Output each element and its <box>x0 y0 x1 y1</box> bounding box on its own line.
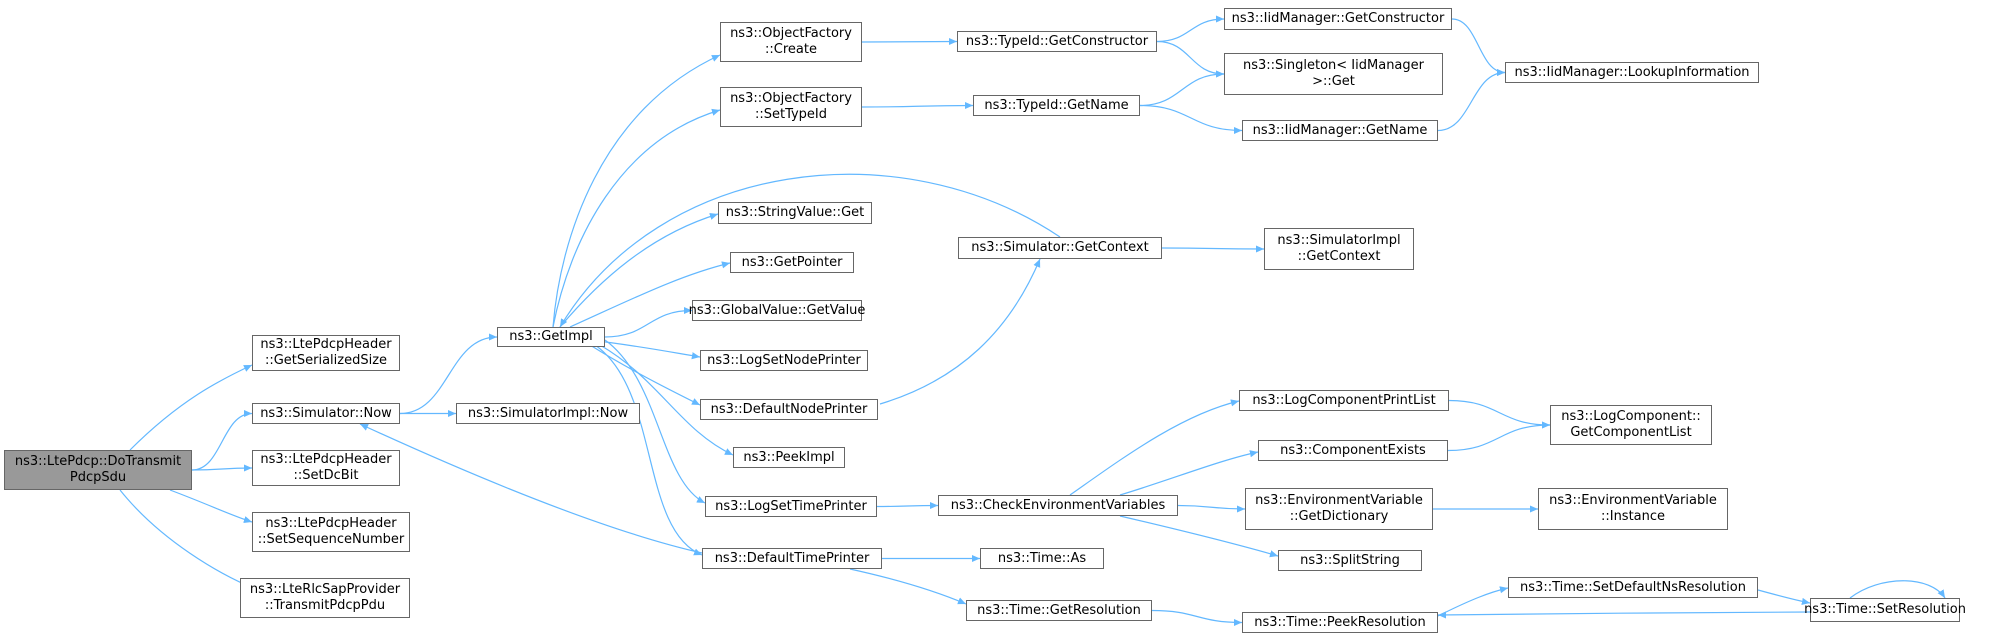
edge-getimpl-to-getptr <box>569 261 731 328</box>
node-peekres[interactable]: ns3::Time::PeekResolution <box>1242 612 1438 633</box>
edge-deftime-to-simnow <box>359 423 703 554</box>
edge-iidctor-to-iidlookup <box>1451 18 1506 77</box>
edge-ofsettype-to-tidname <box>861 101 974 110</box>
node-compexists[interactable]: ns3::ComponentExists <box>1258 440 1448 461</box>
node-simctx[interactable]: ns3::Simulator::GetContext <box>958 237 1162 259</box>
node-getimpl[interactable]: ns3::GetImpl <box>497 327 605 347</box>
edge-getimpl-to-gvget <box>604 306 693 338</box>
edge-compexists-to-logcomplist <box>1447 421 1551 452</box>
edge-iidname-to-iidlookup <box>1437 68 1506 132</box>
node-envinst[interactable]: ns3::EnvironmentVariable ::Instance <box>1538 488 1728 530</box>
node-singleton[interactable]: ns3::Singleton< IidManager >::Get <box>1224 53 1443 95</box>
node-setdefns[interactable]: ns3::Time::SetDefaultNsResolution <box>1508 577 1758 598</box>
edge-root-to-setdc <box>191 464 253 472</box>
node-deftime[interactable]: ns3::DefaultTimePrinter <box>702 548 882 569</box>
edge-peekres-to-setdefns <box>1437 586 1509 617</box>
node-ofsettype[interactable]: ns3::ObjectFactory ::SetTypeId <box>720 87 862 127</box>
edge-layer <box>119 15 1946 627</box>
node-envdict[interactable]: ns3::EnvironmentVariable ::GetDictionary <box>1245 488 1433 530</box>
edge-getimpl-to-defnode <box>589 344 701 406</box>
node-getser[interactable]: ns3::LtePdcpHeader ::GetSerializedSize <box>252 335 400 371</box>
node-logprint[interactable]: ns3::LogComponentPrintList <box>1239 390 1449 411</box>
edge-simnow-to-getimpl <box>399 333 498 415</box>
node-split[interactable]: ns3::SplitString <box>1278 550 1422 571</box>
node-transmit[interactable]: ns3::LteRlcSapProvider ::TransmitPdcpPdu <box>240 578 410 618</box>
edge-getimpl-to-ofcreate <box>552 54 721 328</box>
edge-root-to-simnow <box>191 409 253 471</box>
edge-tidctor-to-singleton <box>1156 40 1225 78</box>
edge-tidname-to-iidname <box>1139 104 1243 135</box>
node-setdc[interactable]: ns3::LtePdcpHeader ::SetDcBit <box>252 450 400 486</box>
node-peekimpl[interactable]: ns3::PeekImpl <box>733 447 845 468</box>
edge-logtime-to-checkenv <box>876 501 939 510</box>
edge-tidctor-to-iidctor <box>1156 15 1225 43</box>
node-timeas[interactable]: ns3::Time::As <box>980 548 1104 569</box>
node-strget[interactable]: ns3::StringValue::Get <box>718 202 872 224</box>
node-setseq[interactable]: ns3::LtePdcpHeader ::SetSequenceNumber <box>252 512 410 552</box>
node-getptr[interactable]: ns3::GetPointer <box>730 252 854 273</box>
edge-simctx-to-getimpl <box>559 173 1061 328</box>
edge-getimpl-to-logtime <box>604 339 706 504</box>
edge-checkenv-to-envdict <box>1177 504 1246 513</box>
edge-getimpl-to-lognode <box>589 339 701 360</box>
edge-checkenv-to-logprint <box>1069 399 1240 496</box>
node-iidlookup[interactable]: ns3::IidManager::LookupInformation <box>1505 62 1759 83</box>
node-ofcreate[interactable]: ns3::ObjectFactory ::Create <box>720 22 862 62</box>
node-setres[interactable]: ns3::Time::SetResolution <box>1804 598 1966 622</box>
edge-checkenv-to-split <box>1119 515 1279 558</box>
edge-timegetres-to-peekres <box>1151 609 1243 627</box>
node-gvget[interactable]: ns3::GlobalValue::GetValue <box>689 300 865 321</box>
edge-deftime-to-timegetres <box>849 568 967 605</box>
node-implnow[interactable]: ns3::SimulatorImpl::Now <box>456 403 640 424</box>
node-iidname[interactable]: ns3::IidManager::GetName <box>1242 120 1438 141</box>
node-implctx[interactable]: ns3::SimulatorImpl ::GetContext <box>1264 228 1414 270</box>
node-tidctor[interactable]: ns3::TypeId::GetConstructor <box>957 31 1157 52</box>
edge-ofcreate-to-tidctor <box>861 37 958 46</box>
edge-getimpl-to-ofsettype <box>552 108 721 328</box>
edge-setres-to-setres <box>1849 580 1946 599</box>
edge-simctx-to-implctx <box>1161 245 1265 253</box>
edge-getimpl-to-deftime <box>594 344 703 556</box>
edge-defnode-to-simctx <box>879 258 1041 405</box>
edge-root-to-transmit <box>119 489 259 591</box>
node-logtime[interactable]: ns3::LogSetTimePrinter <box>705 496 877 517</box>
node-timegetres[interactable]: ns3::Time::GetResolution <box>966 600 1152 621</box>
edge-root-to-getser <box>129 364 253 451</box>
edge-setdefns-to-setres <box>1757 589 1811 605</box>
edge-root-to-setseq <box>169 489 253 523</box>
node-checkenv[interactable]: ns3::CheckEnvironmentVariables <box>938 495 1178 516</box>
node-tidname[interactable]: ns3::TypeId::GetName <box>973 95 1140 116</box>
node-iidctor[interactable]: ns3::IidManager::GetConstructor <box>1224 8 1452 30</box>
node-lognode[interactable]: ns3::LogSetNodePrinter <box>700 350 868 371</box>
node-logcomplist[interactable]: ns3::LogComponent:: GetComponentList <box>1550 405 1712 445</box>
edge-getimpl-to-strget <box>559 212 719 328</box>
edge-getimpl-to-peekimpl <box>599 344 734 456</box>
node-defnode[interactable]: ns3::DefaultNodePrinter <box>700 399 878 420</box>
edge-tidname-to-singleton <box>1139 70 1225 107</box>
node-simnow[interactable]: ns3::Simulator::Now <box>252 403 400 424</box>
edge-checkenv-to-compexists <box>1119 450 1259 496</box>
edge-setres-to-peekres <box>1437 611 1811 619</box>
node-root[interactable]: ns3::LtePdcp::DoTransmit PdcpSdu <box>4 450 192 490</box>
edge-logprint-to-logcomplist <box>1448 399 1551 429</box>
